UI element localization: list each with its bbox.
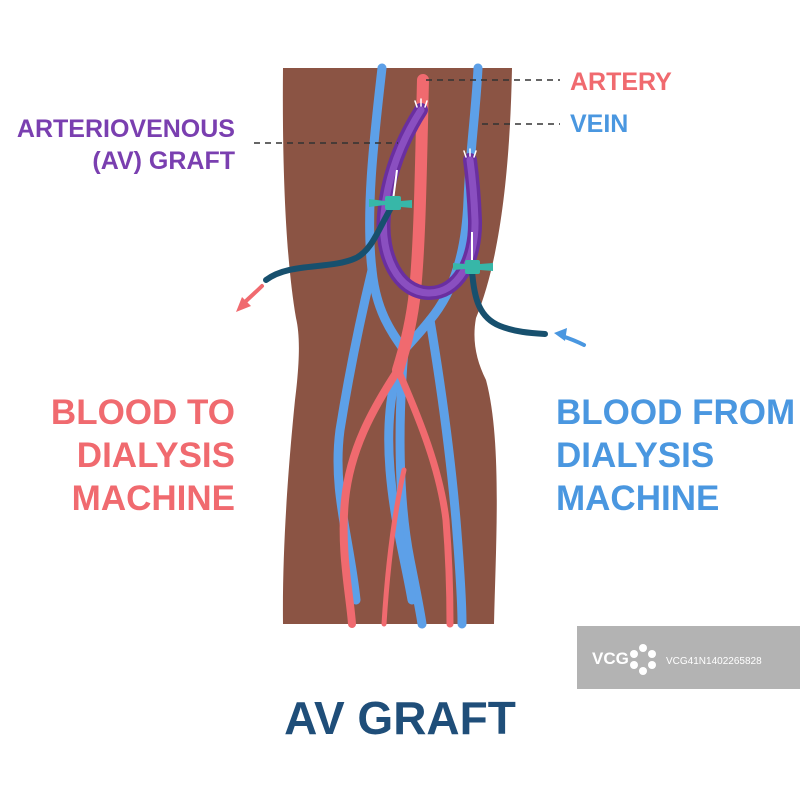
needle-icon [369,169,412,210]
watermark-code: VCG41N1402265828 [666,656,762,667]
watermark: VCG VCG41N1402265828 [577,626,800,689]
artery-center-branch [394,366,454,628]
anastomosis-marks [414,98,477,158]
blood-from-label-line2: DIALYSIS [556,436,714,475]
vein-label: VEIN [570,110,628,138]
vein-left-upper [365,63,409,355]
artery-label: ARTERY [570,68,672,96]
vein-right-upper [399,63,483,355]
arrow-out-icon [236,284,264,312]
blood-from-label-line1: BLOOD FROM [556,393,795,432]
blood-to-label-line1: BLOOD TO [51,393,235,432]
outflow-tube [263,203,395,283]
watermark-brand: VCG [592,649,629,668]
artery-small-branch [381,467,407,627]
vein-right-lower [425,315,467,629]
dialysis-tubes [263,203,548,337]
arrow-in-icon [554,328,586,347]
artery-vessels [339,74,454,628]
vcg-logo-icon [630,644,656,675]
graft-label-line1: ARTERIOVENOUS [17,115,235,143]
inflow-tube [469,267,548,337]
diagram-title: AV GRAFT [284,692,516,744]
blood-to-label-line2: DIALYSIS [77,436,235,475]
av-graft [376,103,483,300]
leader-lines [254,79,560,144]
blood-to-label-line3: MACHINE [72,479,235,518]
veins [333,63,483,629]
artery-main [392,74,429,376]
vein-far-left [333,265,377,605]
vein-main-trunk [395,345,427,629]
blood-from-label-line3: MACHINE [556,479,719,518]
needle-icon [453,232,493,274]
artery-left-branch [339,366,402,628]
graft-label-line2: (AV) GRAFT [92,147,235,175]
